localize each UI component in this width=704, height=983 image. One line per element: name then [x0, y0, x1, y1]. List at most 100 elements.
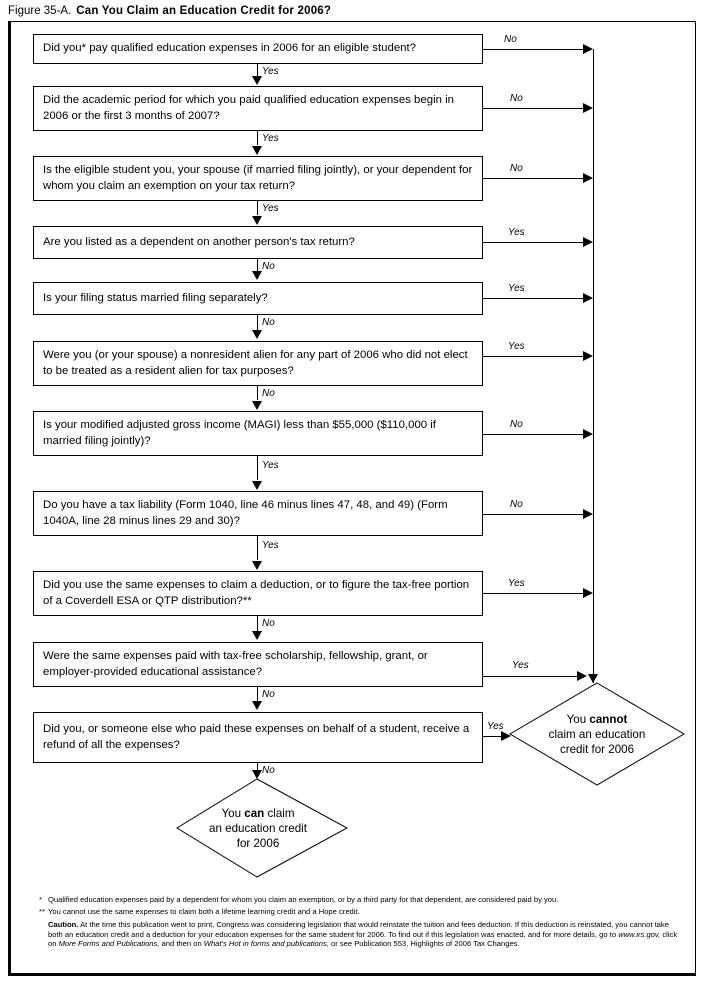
terminal-can-line1-post: claim	[264, 807, 295, 820]
edge-q6-no-label: No	[262, 388, 275, 399]
flow-box-q1[interactable]: Did you* pay qualified education expense…	[33, 34, 483, 64]
terminal-cannot[interactable]: You cannot claim an education credit for…	[509, 682, 685, 786]
flow-box-q6[interactable]: Were you (or your spouse) a nonresident …	[33, 341, 483, 386]
edge-q4-yes-label: Yes	[508, 227, 525, 238]
caution-text-1: At the time this publication went to pri…	[48, 920, 669, 939]
edge-q9-no-arrow	[252, 631, 262, 640]
edge-q9-yes-arrow	[583, 588, 593, 598]
terminal-cannot-line3: credit for 2006	[559, 743, 635, 756]
caution-text-4: or see Publication 553, Highlights of 20…	[328, 939, 520, 949]
edge-q4-yes	[483, 242, 585, 243]
edge-q3-yes	[257, 201, 258, 215]
flow-box-q2-label: Did the academic period for which you pa…	[43, 94, 454, 122]
terminal-cannot-line1-pre: You	[566, 713, 590, 726]
flow-box-q11-label: Did you, or someone else who paid these …	[43, 723, 470, 751]
edge-q11-no-label: No	[262, 765, 275, 776]
terminal-can[interactable]: You can claim an education credit for 20…	[176, 778, 348, 878]
flow-box-q1-label: Did you* pay qualified education expense…	[43, 42, 416, 55]
terminal-can-line1-pre: You	[221, 807, 245, 820]
edge-q5-no-label: No	[262, 317, 275, 328]
edge-q11-yes-label: Yes	[487, 721, 504, 732]
terminal-cannot-line2: claim an education	[548, 728, 646, 741]
edge-q5-yes	[483, 298, 585, 299]
diamond-shape-cannot	[509, 682, 685, 786]
figure-caption: Figure 35-A. Can You Claim an Education C…	[8, 4, 331, 18]
edge-q7-no-arrow	[583, 429, 593, 439]
flow-box-q5[interactable]: Is your filing status married filing sep…	[33, 282, 483, 315]
terminal-can-line3: for 2006	[236, 837, 280, 850]
edge-q3-yes-arrow	[252, 216, 262, 225]
edge-q6-no	[257, 386, 258, 400]
right-collector-line	[593, 49, 594, 683]
edge-q8-no	[483, 514, 585, 515]
caution-text-2: click on	[48, 929, 678, 949]
page-title: Can You Claim an Education Credit for 20…	[76, 5, 332, 17]
edge-q10-no	[257, 687, 258, 701]
footnote-single-star: * Qualified education expenses paid by a …	[39, 895, 684, 905]
edge-q10-no-label: No	[262, 689, 275, 700]
flow-box-q4-label: Are you listed as a dependent on another…	[43, 235, 355, 248]
edge-q8-yes-label: Yes	[262, 540, 279, 551]
edge-q7-yes	[257, 456, 258, 480]
edge-q4-no	[257, 259, 258, 272]
edge-q2-no	[483, 108, 585, 109]
edge-q3-no-arrow	[583, 173, 593, 183]
caution-website: www.irs.gov,	[618, 929, 661, 939]
edge-q1-no	[483, 49, 585, 50]
edge-q1-yes-arrow	[252, 76, 262, 85]
edge-q4-no-arrow	[252, 271, 262, 280]
caution-link-whats-hot[interactable]: What's Hot in forms and publications,	[203, 939, 329, 949]
flow-box-q9-label: Did you use the same expenses to claim a…	[43, 579, 470, 607]
flow-box-q10[interactable]: Were the same expenses paid with tax-fre…	[33, 642, 483, 687]
edge-q8-yes	[257, 536, 258, 560]
edge-q1-yes-label: Yes	[262, 66, 279, 77]
flow-box-q11[interactable]: Did you, or someone else who paid these …	[33, 712, 483, 763]
edge-q10-yes	[483, 676, 581, 677]
flow-box-q8-label: Do you have a tax liability (Form 1040, …	[43, 499, 448, 527]
figure-frame: Did you* pay qualified education expense…	[8, 21, 696, 976]
edge-q5-yes-label: Yes	[508, 283, 525, 294]
edge-q7-yes-arrow	[252, 481, 262, 490]
footnote-single-star-marker: *	[39, 895, 42, 904]
footnote-single-star-text: Qualified education expenses paid by a d…	[48, 895, 559, 904]
terminal-can-line1-bold: can	[244, 807, 265, 820]
figure-number: Figure 35-A.	[8, 5, 72, 17]
caution-text-3: and then on	[159, 939, 204, 949]
terminal-cannot-label: You cannot claim an education credit for…	[509, 712, 685, 757]
edge-q8-yes-arrow	[252, 561, 262, 570]
edge-q10-no-arrow	[252, 701, 262, 710]
flow-box-q4[interactable]: Are you listed as a dependent on another…	[33, 226, 483, 259]
edge-q7-no-label: No	[510, 419, 523, 430]
edge-q8-no-label: No	[510, 499, 523, 510]
edge-q11-yes	[483, 736, 505, 737]
edge-q1-yes	[257, 64, 258, 77]
edge-q6-no-arrow	[252, 401, 262, 410]
edge-q3-yes-label: Yes	[262, 203, 279, 214]
edge-q11-no-arrow	[252, 770, 262, 779]
edge-q3-no	[483, 178, 585, 179]
edge-q6-yes-label: Yes	[508, 341, 525, 352]
edge-q2-yes-label: Yes	[262, 133, 279, 144]
diamond-shape-can	[176, 778, 348, 878]
flow-box-q7[interactable]: Is your modified adjusted gross income (…	[33, 411, 483, 456]
edge-q2-no-label: No	[510, 93, 523, 104]
flow-box-q5-label: Is your filing status married filing sep…	[43, 291, 268, 304]
flow-box-q9[interactable]: Did you use the same expenses to claim a…	[33, 571, 483, 616]
flow-box-q8[interactable]: Do you have a tax liability (Form 1040, …	[33, 491, 483, 536]
edge-q7-no	[483, 434, 585, 435]
footnotes: * Qualified education expenses paid by a …	[39, 895, 684, 949]
flow-box-q2[interactable]: Did the academic period for which you pa…	[33, 86, 483, 131]
edge-q4-yes-arrow	[583, 237, 593, 247]
footnote-double-star: **You cannot use the same expenses to cl…	[39, 907, 684, 917]
flow-box-q7-label: Is your modified adjusted gross income (…	[43, 419, 436, 447]
terminal-can-label: You can claim an education credit for 20…	[176, 806, 340, 851]
caution-link-more-forms[interactable]: More Forms and Publications,	[58, 939, 160, 949]
edge-q9-yes-label: Yes	[508, 578, 525, 589]
flow-box-q3[interactable]: Is the eligible student you, your spouse…	[33, 156, 483, 201]
edge-q9-yes	[483, 593, 585, 594]
edge-q1-no-label: No	[504, 34, 517, 45]
edge-q6-yes-arrow	[583, 351, 593, 361]
terminal-can-line2: an education credit	[209, 822, 307, 835]
collector-to-cannot-arrow	[588, 674, 598, 683]
